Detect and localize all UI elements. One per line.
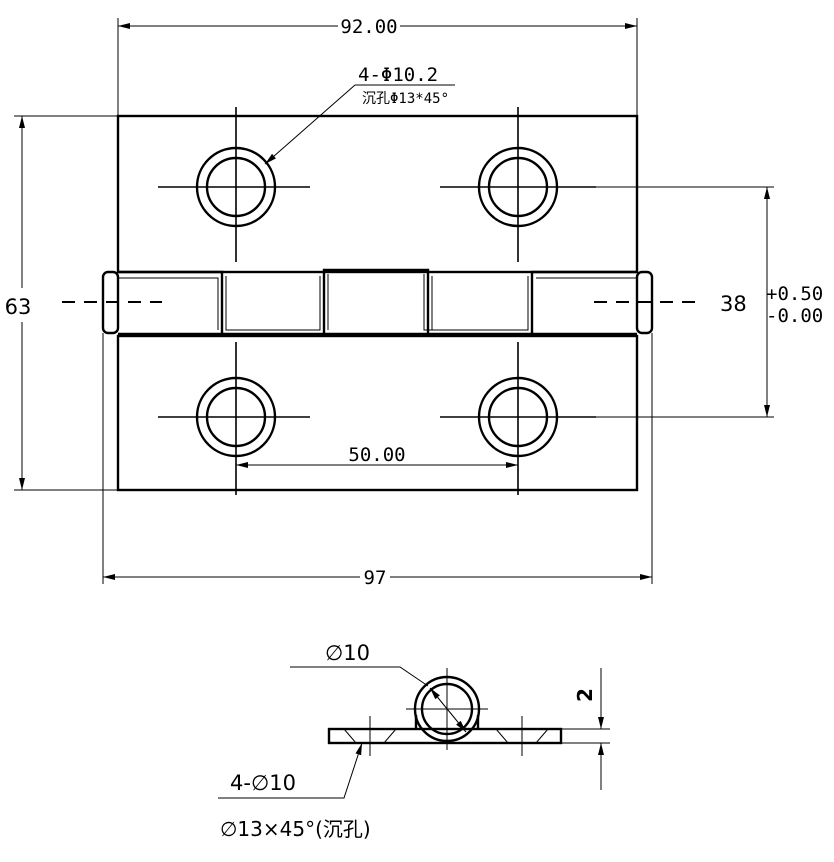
dim-height: 63 — [5, 115, 118, 491]
knuckle-band — [62, 268, 700, 336]
side-hole-callout-line1: 4-∅10 — [230, 771, 296, 795]
hole-callout-line2: 沉孔Φ13*45° — [362, 91, 449, 107]
hole-bottom-right — [440, 342, 596, 495]
hole-callout: 4-Φ10.2 沉孔Φ13*45° — [265, 64, 455, 164]
top-view: 92.00 4-Φ10.2 沉孔Φ13*45° 63 50.00 — [5, 16, 824, 589]
hole-top-left — [158, 107, 310, 262]
dim-hole-spacing-label: 50.00 — [348, 444, 405, 466]
side-hole-callout-line2: ∅13×45°(沉孔) — [220, 817, 371, 841]
dim-pin-length-label: 97 — [364, 567, 387, 589]
hole-callout-line1: 4-Φ10.2 — [358, 64, 438, 86]
pin-end-right — [635, 270, 654, 335]
dim-pin-length: 97 — [102, 333, 653, 589]
dim-knuckle-width-label: 38 — [720, 292, 747, 316]
hole-top-right — [440, 107, 596, 262]
side-hole-callout: 4-∅10 ∅13×45°(沉孔) — [218, 742, 371, 841]
tolerance-lower: -0.00 — [766, 305, 823, 327]
hole-center-lines — [369, 716, 523, 756]
leaf-upper — [116, 114, 639, 274]
knuckle-segment-lines — [118, 274, 637, 331]
side-view: ∅10 2 4-∅10 ∅13×45°(沉孔) — [218, 641, 610, 841]
dim-overall-width-label: 92.00 — [340, 16, 397, 38]
dim-knuckle-diameter: ∅10 — [290, 641, 467, 733]
dim-knuckle-diameter-label: ∅10 — [325, 641, 370, 665]
dim-overall-width: 92.00 — [117, 16, 638, 116]
hole-bottom-left — [158, 342, 310, 495]
leaf-lower — [116, 334, 639, 492]
dim-thickness-label: 2 — [573, 688, 597, 702]
tolerance-upper: +0.50 — [766, 283, 823, 305]
dim-knuckle-width: 38 +0.50 -0.00 — [518, 186, 823, 418]
knuckle-profile — [118, 268, 637, 336]
dim-hole-spacing: 50.00 — [236, 444, 518, 468]
dim-thickness: 2 — [561, 668, 610, 790]
dim-height-label: 63 — [5, 295, 32, 319]
